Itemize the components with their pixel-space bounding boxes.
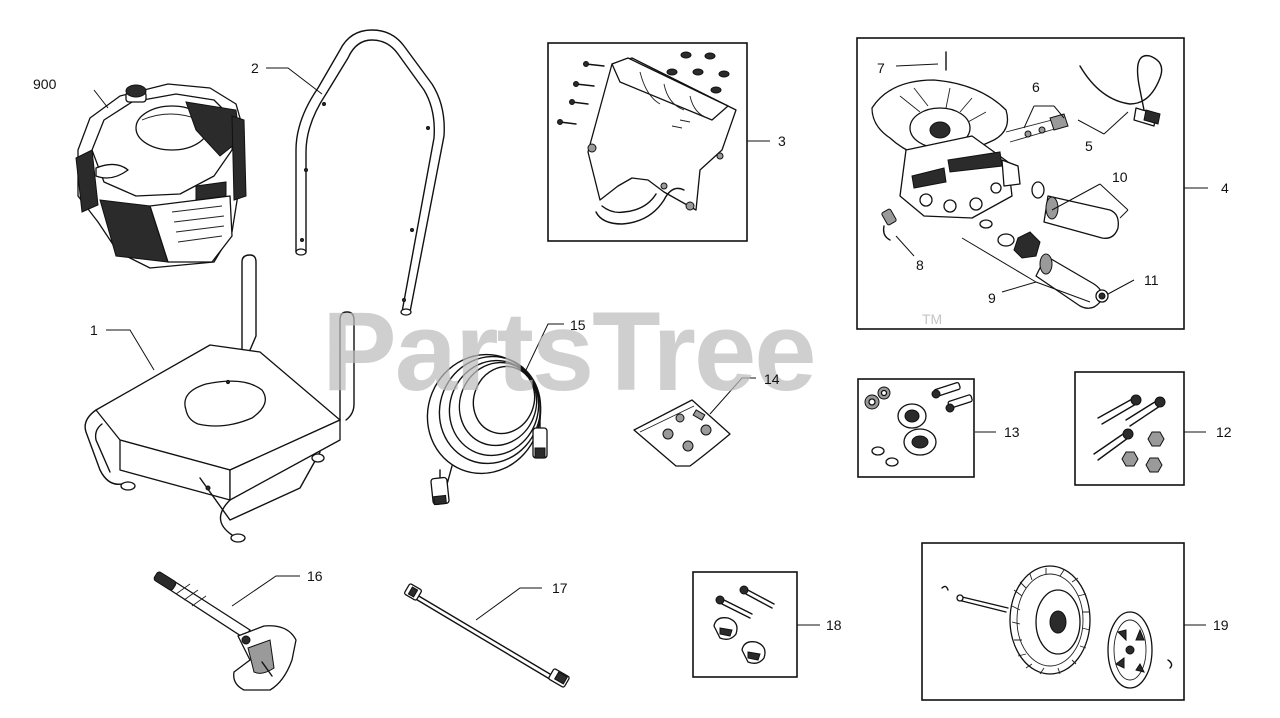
label-part-16: 16 <box>307 568 323 584</box>
watermark-trademark: TM <box>922 311 942 327</box>
part-12-box <box>1074 371 1185 486</box>
label-part-13: 13 <box>1004 424 1020 440</box>
label-part-9: 9 <box>988 290 996 306</box>
label-part-8: 8 <box>916 257 924 273</box>
label-part-6: 6 <box>1032 79 1040 95</box>
spray-gun-part-16[interactable] <box>153 571 297 691</box>
label-part-10: 10 <box>1112 169 1128 185</box>
hose-part-15[interactable] <box>410 337 559 506</box>
label-part-5: 5 <box>1085 138 1093 154</box>
label-part-900: 900 <box>33 76 57 92</box>
parts-bag-part-14[interactable] <box>633 399 731 467</box>
label-part-19: 19 <box>1213 617 1229 633</box>
part-4-box <box>856 37 1185 330</box>
frame-part-1[interactable] <box>84 254 355 543</box>
lance-part-17[interactable] <box>404 583 570 688</box>
label-part-15: 15 <box>570 317 586 333</box>
engine-part-900[interactable] <box>75 83 247 269</box>
hardware-part-18[interactable] <box>713 585 775 664</box>
wheel-part-19[interactable] <box>941 565 1173 689</box>
label-part-17: 17 <box>552 580 568 596</box>
part-13-box <box>857 378 975 478</box>
part-3-box <box>547 42 748 242</box>
label-part-11: 11 <box>1144 272 1159 288</box>
label-part-3: 3 <box>778 133 786 149</box>
bracket-part-3[interactable] <box>557 51 737 225</box>
leader-lines <box>93 63 1208 626</box>
label-part-12: 12 <box>1216 424 1232 440</box>
handle-part-2[interactable] <box>295 29 445 316</box>
label-part-7: 7 <box>877 60 885 76</box>
watermark-text: PartsTree <box>322 289 815 414</box>
label-part-4: 4 <box>1221 180 1229 196</box>
bearings-part-13[interactable] <box>864 381 973 467</box>
label-part-1: 1 <box>90 322 98 338</box>
label-part-14: 14 <box>764 371 780 387</box>
label-part-2: 2 <box>251 60 259 76</box>
label-part-18: 18 <box>826 617 842 633</box>
part-19-box <box>921 542 1185 701</box>
bolts-part-12[interactable] <box>1093 394 1166 473</box>
